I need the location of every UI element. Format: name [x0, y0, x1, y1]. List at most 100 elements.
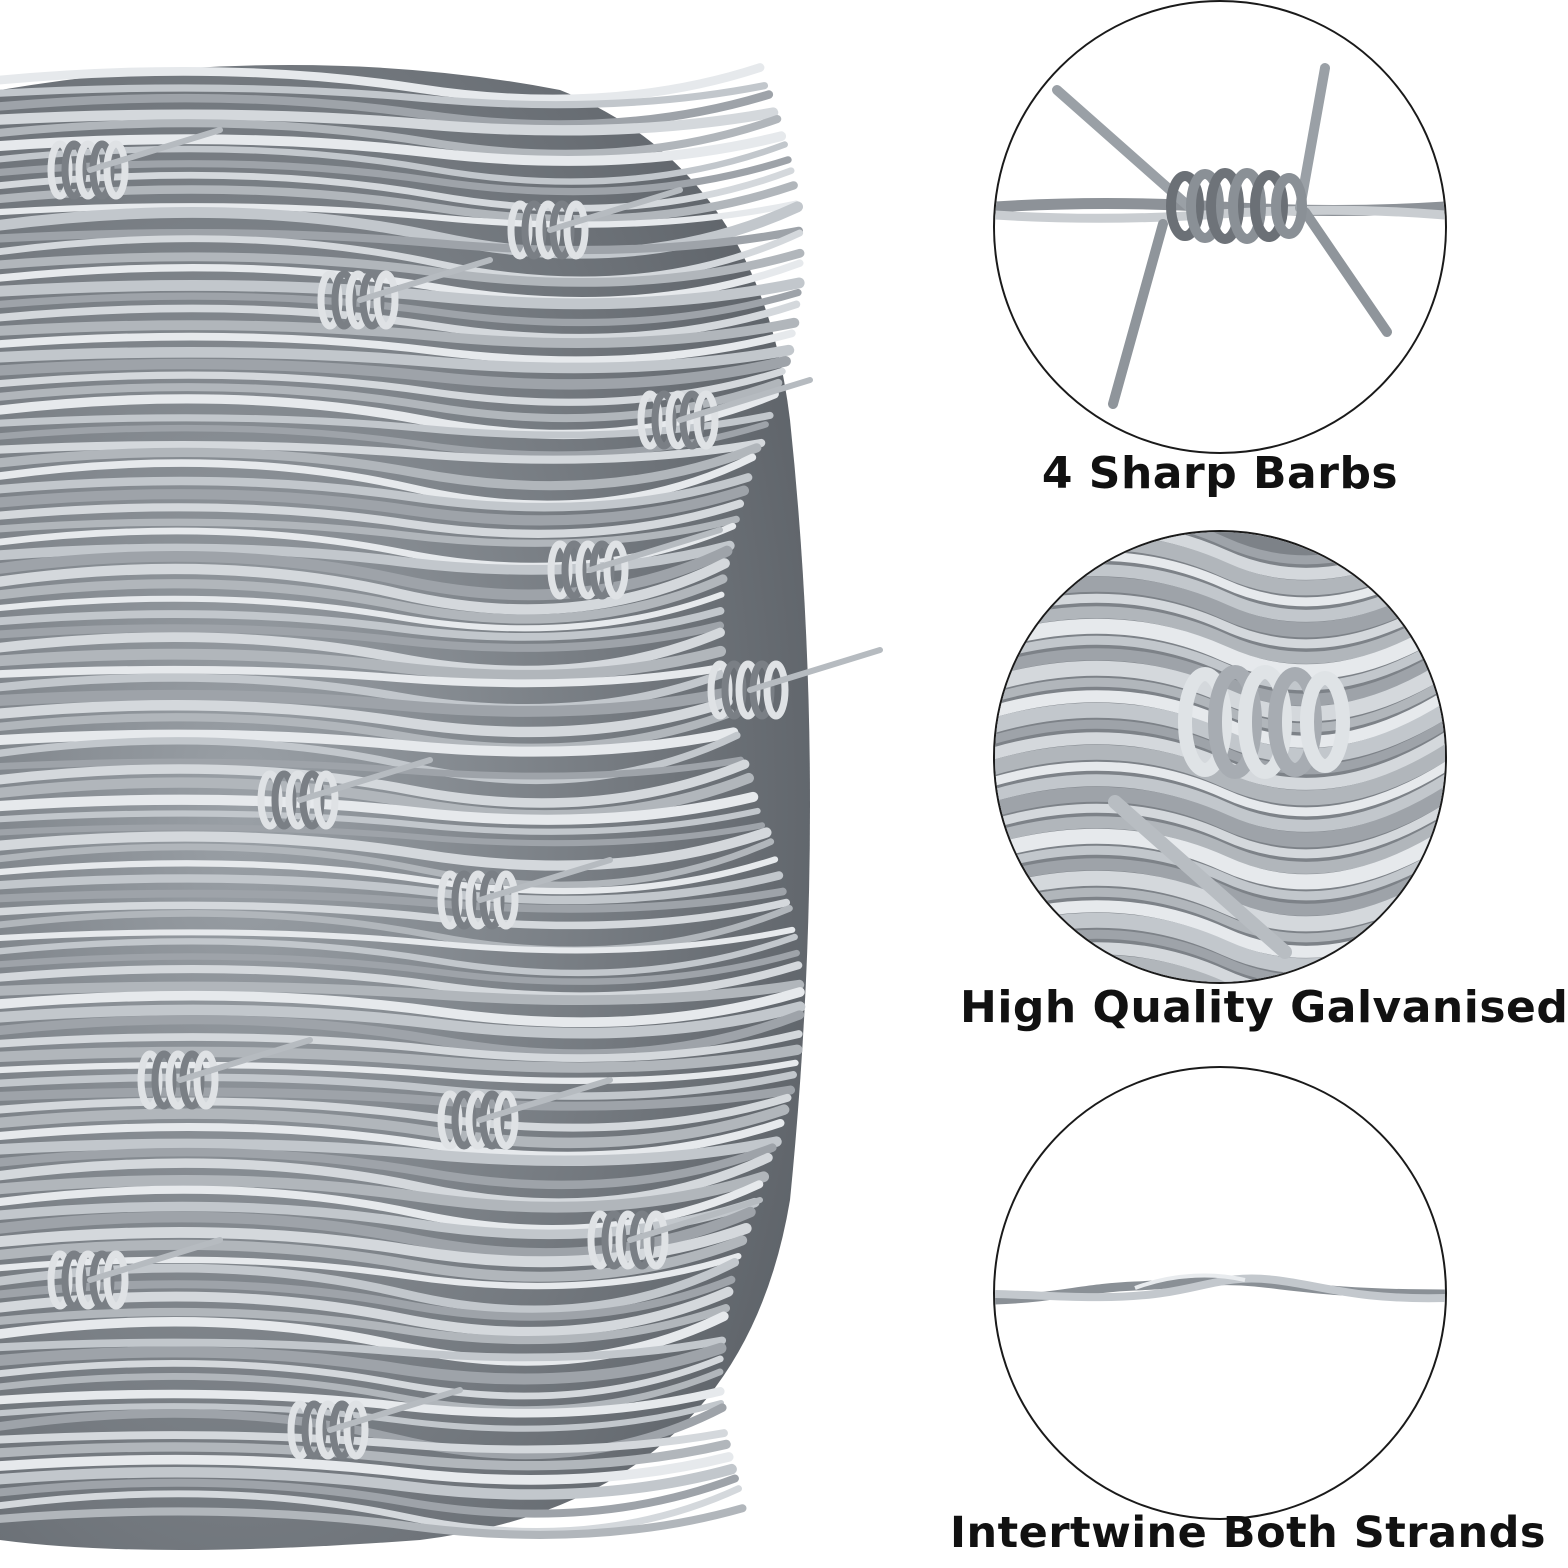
wire-strand: [0, 708, 735, 752]
wire-strand: [0, 167, 795, 212]
wire-strand: [0, 1368, 724, 1413]
wire-strand: [0, 1030, 803, 1063]
barb-wrap: [331, 270, 357, 330]
barb-wrap: [61, 1250, 87, 1310]
barb-point: [87, 127, 223, 173]
wire-strand: [0, 515, 740, 547]
wire-strand: [0, 300, 801, 342]
wire-strand: [0, 259, 804, 305]
barb-wrap: [103, 1250, 129, 1310]
barb-point: [547, 187, 683, 233]
wire-strand: [0, 664, 726, 688]
barb-wrap: [637, 390, 663, 450]
wire-strand: [0, 107, 779, 136]
wire-strand: [0, 181, 798, 224]
wire-strand: [0, 591, 725, 632]
wire-strand: [995, 828, 1445, 890]
wire-strand: [0, 1355, 724, 1400]
wire-strand: [0, 1452, 734, 1485]
barb-wrap: [707, 660, 733, 720]
barb-wrap: [643, 1210, 669, 1270]
wire-strand: [0, 621, 725, 652]
wire-strand: [0, 277, 805, 310]
barb-wrap: [601, 1210, 627, 1270]
barb-wrap: [317, 270, 343, 330]
wire-strand: [0, 1171, 770, 1213]
coil-closeup-icon: [993, 530, 1447, 984]
barb-wrap: [373, 270, 399, 330]
barb-point: [677, 377, 813, 423]
barb-wrap: [587, 1210, 613, 1270]
wire-strand: [0, 961, 803, 1001]
wire-strand: [0, 926, 796, 954]
wire-strand: [0, 1104, 790, 1149]
barb-wrap: [693, 390, 719, 450]
wire-strand: [0, 822, 766, 847]
barb-wrap: [507, 200, 533, 260]
wire-strand: [0, 1399, 725, 1432]
feature-caption: Intertwine Both Strands: [950, 1508, 1546, 1558]
wire-strand: [0, 669, 728, 713]
barb-wrap: [343, 1400, 369, 1460]
wire-strand: [0, 1286, 734, 1337]
barb-wrap: [561, 540, 587, 600]
barb-point: [87, 1237, 223, 1283]
wire-strand: [0, 1143, 777, 1190]
wire-strand: [0, 485, 750, 526]
wire-strand: [0, 1093, 792, 1132]
wire-strand: [0, 1304, 731, 1345]
barb-wrap: [103, 140, 129, 200]
wire-strand: [0, 574, 728, 624]
wire-strand: [0, 229, 804, 284]
wire-strand: [0, 772, 754, 821]
wire-strand: [0, 1387, 725, 1418]
wire-strand: [0, 827, 772, 871]
barb-point: [587, 527, 723, 573]
wire-strand: [995, 618, 1445, 680]
wire-strand: [0, 905, 793, 954]
barb-wrap: [763, 660, 789, 720]
wire-strand: [995, 593, 1445, 649]
wire-strand: [995, 761, 1445, 817]
barb-wrap: [193, 1050, 219, 1110]
wire-strand: [0, 1152, 773, 1208]
wire-strand: [0, 114, 782, 158]
wire-strand: [0, 200, 799, 228]
wire-strand: [995, 845, 1445, 901]
feature-caption: High Quality Galvanised: [960, 982, 1568, 1033]
wire-strand: [0, 979, 805, 1006]
barb-closeup-icon: [993, 0, 1447, 454]
wire-strand: [0, 1463, 737, 1500]
wire-strand: [0, 558, 730, 615]
barb-point: [477, 857, 613, 903]
barb-wrap: [437, 870, 463, 930]
barb-wrap: [451, 1090, 477, 1150]
wire-strand: [995, 635, 1445, 691]
wire-strand: [0, 453, 757, 509]
barb-wrap: [547, 540, 573, 600]
wire-strand: [0, 226, 803, 255]
barb-wrap: [521, 200, 547, 260]
wire-strand: [0, 329, 796, 365]
wire-strand: [0, 82, 769, 109]
feature-caption: 4 Sharp Barbs: [1041, 448, 1399, 499]
barb-wrap: [61, 140, 87, 200]
wire-strand: [0, 1222, 752, 1268]
barb-wrap: [493, 870, 519, 930]
wire-strand: [995, 744, 1445, 806]
wire-strand: [995, 773, 1445, 832]
wire-strand: [0, 1504, 747, 1539]
barb-point: [357, 257, 493, 303]
wire-strand: [0, 607, 725, 641]
barb-point: [327, 1387, 463, 1433]
coil-illustration: [0, 63, 883, 1550]
wire-strand: [0, 63, 765, 104]
wire-strand: [0, 871, 784, 905]
barb-wrap: [721, 660, 747, 720]
barb-wrap: [313, 770, 339, 830]
wire-strand: [0, 1118, 785, 1160]
barb-wrap: [437, 1090, 463, 1150]
wire-strand: [0, 887, 787, 913]
wire-strand: [0, 540, 735, 575]
barb-point: [297, 757, 433, 803]
